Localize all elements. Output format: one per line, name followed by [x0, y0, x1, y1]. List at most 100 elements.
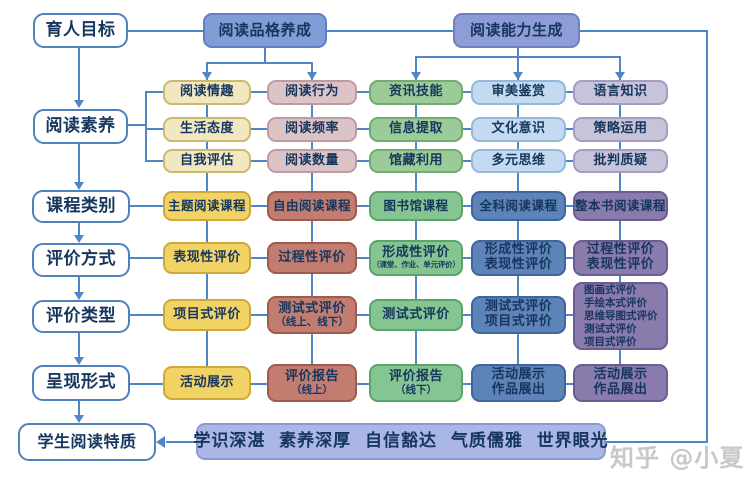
node-all-subject-reading-course-label: 全科阅读课程 — [479, 197, 558, 213]
header-reading-ability: 阅读能力生成 — [453, 13, 580, 48]
node-aesthetic-appreciation: 审美鉴赏 — [471, 80, 566, 105]
node-aesthetic-appreciation-label: 审美鉴赏 — [491, 84, 546, 100]
node-info-extraction: 信息提取 — [369, 117, 463, 142]
arrow-type-form — [78, 333, 80, 357]
arrow-literacy-course — [78, 144, 80, 182]
connector-ability-to-right — [580, 30, 708, 32]
arrow-goal-literacy — [78, 48, 80, 100]
node-eval-report-offline: 评价报告 （线下） — [369, 364, 463, 402]
node-formative-eval-label: 形成性评价 — [382, 245, 450, 261]
arrow-form-traits — [78, 401, 80, 415]
node-eval-report-online-line1: 评价报告 — [284, 368, 339, 384]
connector-banner-traits — [166, 441, 196, 443]
node-project-eval-label: 项目式评价 — [173, 306, 241, 322]
header-reading-ability-label: 阅读能力生成 — [469, 20, 563, 39]
node-goal: 育人目标 — [33, 13, 128, 48]
node-test-eval-online-offline-line1: 测试式评价 — [278, 300, 346, 316]
node-whole-book-reading-course-label: 整本书阅读课程 — [575, 197, 667, 213]
node-test-project-eval-line1: 测试式评价 — [484, 299, 553, 315]
arrow-course-method — [78, 223, 80, 235]
node-eval-method: 评价方式 — [32, 243, 130, 277]
node-process-performance-eval-line2: 表现性评价 — [586, 257, 655, 272]
bracket-literacy-stub — [128, 124, 146, 126]
arrowhead-type-form — [74, 357, 84, 365]
node-course-category: 课程类别 — [32, 190, 130, 223]
bracket-literacy-spine — [145, 91, 147, 162]
node-reading-frequency: 阅读频率 — [267, 117, 357, 142]
node-free-reading-course-label: 自由阅读课程 — [272, 197, 351, 213]
node-library-use-label: 馆藏利用 — [388, 152, 443, 168]
node-critical-questioning: 批判质疑 — [573, 149, 668, 173]
node-whole-book-reading-course: 整本书阅读课程 — [573, 191, 668, 221]
connector-character-branch — [206, 62, 313, 64]
node-multi-form-eval-line4: 测试式评价 — [584, 322, 637, 335]
node-eval-report-offline-line1: 评价报告 — [388, 368, 443, 384]
arrowhead-course-method — [74, 235, 84, 243]
arrowhead-col4 — [513, 72, 523, 80]
arrowhead-form-traits — [74, 415, 84, 423]
arrowhead-goal-literacy — [74, 100, 84, 108]
connector-goal-to-character — [125, 30, 203, 32]
node-goal-label: 育人目标 — [45, 19, 116, 40]
node-info-skills-label: 资讯技能 — [388, 84, 443, 100]
node-life-attitude-label: 生活态度 — [179, 121, 234, 137]
bracket-literacy-row1 — [146, 91, 164, 93]
node-test-eval-label: 测试式评价 — [382, 306, 450, 322]
node-self-assessment: 自我评估 — [163, 149, 251, 173]
node-eval-method-label: 评价方式 — [46, 249, 116, 270]
node-strategy-use-label: 策略运用 — [593, 121, 648, 137]
node-reading-quantity: 阅读数量 — [267, 149, 357, 173]
node-reading-behavior-label: 阅读行为 — [284, 84, 339, 100]
node-eval-type-label: 评价类型 — [46, 305, 116, 326]
watermark: 知乎 @小夏 — [610, 444, 745, 472]
node-reading-literacy-label: 阅读素养 — [45, 115, 116, 136]
node-cultural-awareness: 文化意识 — [471, 117, 566, 142]
node-multi-form-eval-line5: 项目式评价 — [584, 335, 637, 348]
node-activity-display-label: 活动展示 — [179, 374, 234, 390]
banner-student-qualities-label: 学识深湛 素养深厚 自信豁达 气质儒雅 世界眼光 — [193, 430, 609, 451]
node-multi-form-eval-line2: 手绘本式评价 — [584, 296, 647, 309]
node-cultural-awareness-label: 文化意识 — [491, 121, 546, 137]
node-critical-questioning-label: 批判质疑 — [593, 152, 648, 168]
node-formative-performance-eval-line1: 形成性评价 — [484, 242, 553, 258]
node-eval-report-offline-line2: （线下） — [395, 384, 437, 397]
arrowhead-col5 — [615, 72, 625, 80]
node-self-assessment-label: 自我评估 — [179, 152, 234, 168]
node-student-traits: 学生阅读特质 — [18, 423, 156, 461]
node-multi-form-eval-line1: 图画式评价 — [584, 283, 637, 296]
node-formative-performance-eval: 形成性评价 表现性评价 — [471, 240, 566, 276]
node-reading-behavior: 阅读行为 — [267, 80, 357, 105]
node-language-knowledge-label: 语言知识 — [593, 84, 648, 100]
node-process-eval: 过程性评价 — [267, 242, 357, 274]
header-reading-character-label: 阅读品格养成 — [218, 20, 312, 39]
node-eval-type: 评价类型 — [32, 300, 130, 333]
node-reading-frequency-label: 阅读频率 — [284, 121, 339, 137]
node-process-performance-eval: 过程性评价 表现性评价 — [573, 240, 668, 276]
node-theme-reading-course: 主题阅读课程 — [163, 191, 251, 221]
connector-character-stub — [264, 48, 266, 63]
node-test-eval-online-offline-line2: （线上、线下） — [275, 316, 349, 329]
node-presentation-form: 呈现形式 — [32, 365, 130, 401]
arrowhead-literacy-course — [74, 182, 84, 190]
node-process-eval-label: 过程性评价 — [278, 249, 346, 265]
node-eval-report-online-line2: （线上） — [291, 384, 333, 397]
node-presentation-form-label: 呈现形式 — [46, 372, 116, 393]
node-reading-literacy: 阅读素养 — [33, 109, 128, 144]
node-process-performance-eval-line1: 过程性评价 — [586, 242, 655, 258]
node-test-project-eval-line2: 项目式评价 — [484, 314, 553, 329]
arrowhead-method-type — [74, 292, 84, 300]
spine-col2 — [311, 62, 313, 384]
node-test-eval-online-offline: 测试式评价 （线上、线下） — [267, 296, 357, 334]
node-library-course: 图书馆课程 — [369, 191, 463, 221]
bracket-literacy-row3 — [146, 160, 164, 162]
node-multi-thinking: 多元思维 — [471, 149, 566, 173]
node-multi-thinking-label: 多元思维 — [491, 152, 546, 168]
node-theme-reading-course-label: 主题阅读课程 — [167, 197, 246, 213]
arrowhead-col1 — [202, 72, 212, 80]
connector-right-to-banner — [606, 441, 708, 443]
node-language-knowledge: 语言知识 — [573, 80, 668, 105]
node-performance-eval: 表现性评价 — [163, 242, 251, 274]
node-activity-works-display-blue-line1: 活动展示 — [491, 367, 546, 383]
node-all-subject-reading-course: 全科阅读课程 — [471, 191, 566, 221]
